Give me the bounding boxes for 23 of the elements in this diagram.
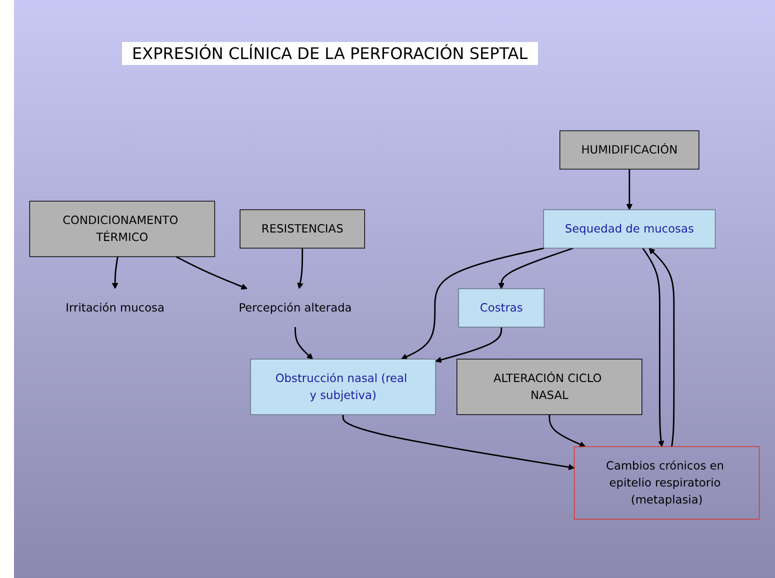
- node-box: ALTERACIÓN CICLO NASAL: [456, 358, 642, 415]
- arrow: [498, 247, 574, 289]
- arrow: [294, 327, 314, 360]
- arrow: [648, 248, 675, 447]
- arrow: [626, 169, 633, 210]
- arrow: [401, 247, 544, 360]
- arrow: [176, 256, 248, 290]
- node-text: Percepción alterada: [238, 300, 352, 314]
- node-box: RESISTENCIAS: [240, 209, 365, 248]
- node-box: Sequedad de mucosas: [543, 209, 716, 248]
- node-box: HUMIDIFICACIÓN: [560, 130, 700, 170]
- arrow: [642, 248, 664, 447]
- arrow: [297, 248, 304, 289]
- diagram-title: EXPRESIÓN CLÍNICA DE LA PERFORACIÓN SEPTAL: [122, 42, 538, 65]
- arrow: [342, 414, 575, 470]
- node-text: Irritación mucosa: [66, 300, 164, 314]
- node-box: Cambios crónicos en epitelio respiratorio (metaplasia): [574, 446, 760, 520]
- node-box: Obstrucción nasal (real y subjetiva): [250, 358, 436, 415]
- arrow: [112, 256, 118, 289]
- arrow: [548, 414, 586, 448]
- arrow: [435, 327, 502, 363]
- node-box: CONDICIONAMENTO TÉRMICO: [29, 200, 216, 258]
- node-box: Costras: [458, 288, 545, 328]
